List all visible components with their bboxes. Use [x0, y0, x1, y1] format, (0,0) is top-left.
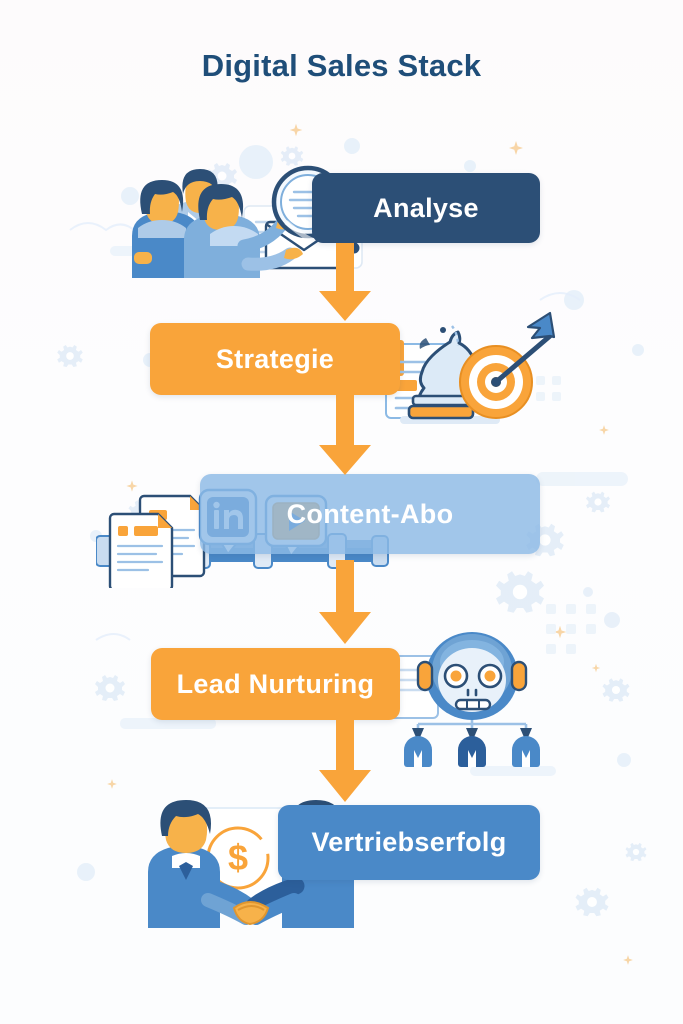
step-box-content-abo[interactable]: Content-Abo: [200, 474, 540, 554]
step-label-lead-nurturing: Lead Nurturing: [176, 668, 375, 699]
chess-knight-target-illustration: [382, 311, 556, 424]
page-title: Digital Sales Stack: [201, 48, 482, 83]
step-label-vertriebserfolg: Vertriebserfolg: [311, 827, 507, 857]
step-box-analyse[interactable]: Analyse: [312, 173, 540, 243]
step-label-content-abo: Content-Abo: [286, 498, 454, 529]
step-box-vertriebserfolg[interactable]: Vertriebserfolg: [278, 805, 540, 880]
down-arrow-icon-1: [319, 243, 371, 321]
step-box-lead-nurturing[interactable]: Lead Nurturing: [151, 648, 400, 720]
chatbot-robot-illustration: [388, 632, 540, 767]
down-arrow-icon-3: [319, 560, 371, 644]
down-arrow-icon-4: [319, 718, 371, 802]
step-label-strategie: Strategie: [215, 343, 335, 374]
step-box-strategie[interactable]: Strategie: [150, 323, 400, 395]
step-label-analyse: Analyse: [373, 192, 479, 223]
down-arrow-icon-2: [319, 395, 371, 475]
svg-text:$: $: [228, 837, 248, 878]
